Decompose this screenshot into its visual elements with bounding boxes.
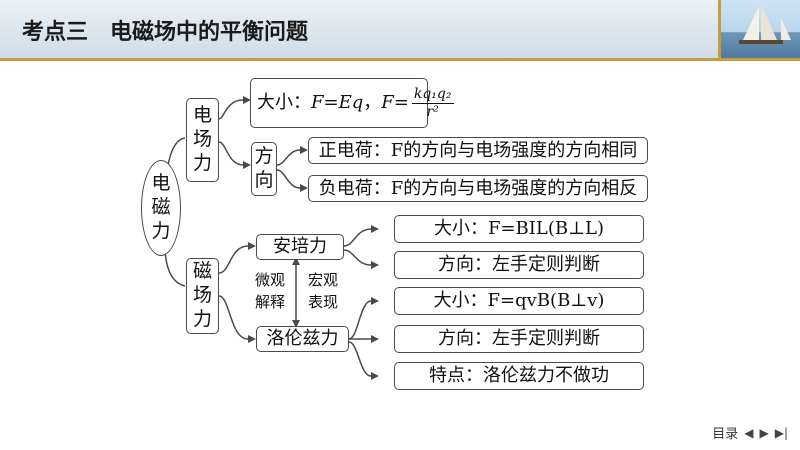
page-title: 考点三 电磁场中的平衡问题 (22, 20, 309, 45)
macro-manifestation-label: 宏观 表现 (307, 271, 338, 311)
last-icon[interactable]: ▶| (774, 425, 788, 440)
lorentz-feature-node: 特点：洛伦兹力不做功 (394, 362, 644, 390)
header-rule (0, 58, 800, 61)
coulomb-fraction: kq₁q₂ r² (411, 86, 454, 120)
magnetic-force-node: 磁 场 力 (186, 258, 219, 334)
root-node-electromagnetic-force: 电 磁 力 (141, 160, 181, 256)
lorentz-direction-node: 方向：左手定则判断 (394, 325, 644, 353)
ampere-direction-node: 方向：左手定则判断 (394, 251, 644, 279)
toc-link[interactable]: 目录 (712, 427, 739, 442)
lorentz-magnitude-node: 大小：F=qvB(B⊥v) (394, 287, 644, 315)
electric-force-node: 电 场 力 (186, 98, 219, 182)
ampere-force-node: 安培力 (256, 234, 344, 260)
electric-magnitude-node: 大小：F=Eq，F= kq₁q₂ r² (250, 78, 454, 128)
negative-charge-direction: 负电荷：F的方向与电场强度的方向相反 (308, 175, 648, 202)
lorentz-force-node: 洛伦兹力 (256, 326, 349, 352)
next-icon[interactable]: ▶ (759, 425, 769, 440)
prev-icon[interactable]: ◀ (744, 425, 754, 440)
ampere-magnitude-node: 大小：F=BIL(B⊥L) (394, 215, 644, 243)
sailboat-photo (718, 0, 800, 58)
slide-nav: 目录 ◀ ▶ ▶| (712, 423, 788, 443)
micro-explanation-label: 微观 解释 (254, 271, 285, 311)
header-bar: 考点三 电磁场中的平衡问题 (0, 0, 800, 58)
positive-charge-direction: 正电荷：F的方向与电场强度的方向相同 (308, 137, 648, 164)
electric-direction-node: 方 向 (251, 142, 277, 196)
